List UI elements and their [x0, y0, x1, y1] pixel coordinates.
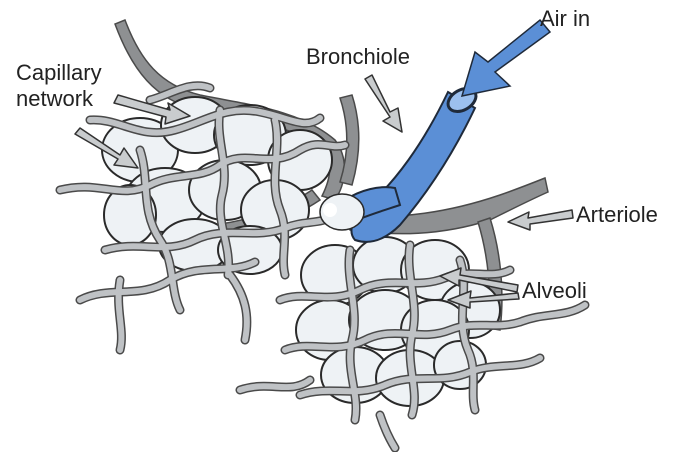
- arteriole-branch-top: [340, 95, 359, 185]
- bronchiole-arrow: [365, 75, 402, 132]
- label-air-in: Air in: [540, 6, 590, 31]
- arteriole-arrow: [508, 210, 573, 230]
- junction-highlight: [323, 203, 337, 217]
- label-arteriole: Arteriole: [576, 202, 658, 227]
- air-in-arrow: [462, 20, 550, 96]
- label-capillary-line2: network: [16, 86, 94, 111]
- label-alveoli: Alveoli: [522, 278, 587, 303]
- label-capillary-line1: Capillary: [16, 60, 102, 85]
- label-bronchiole: Bronchiole: [306, 44, 410, 69]
